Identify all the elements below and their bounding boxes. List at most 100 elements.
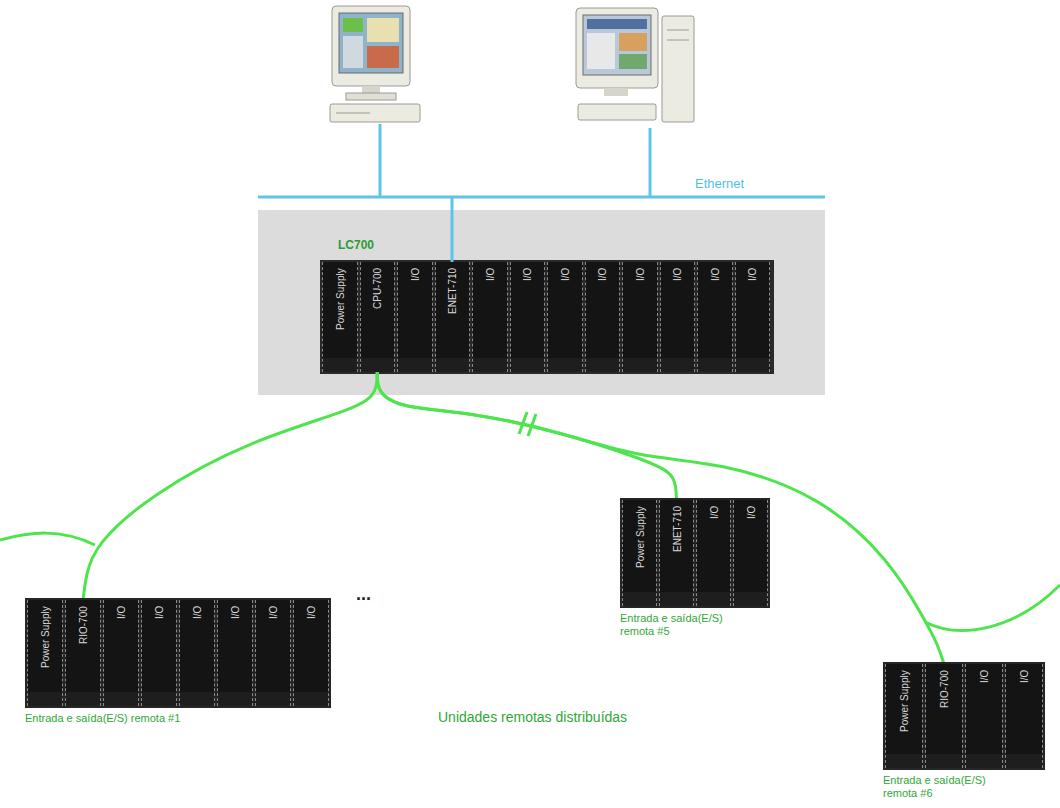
ethernet-bus [258, 124, 825, 262]
rack-module: CPU-700 [360, 262, 396, 372]
screen [339, 13, 403, 73]
ethernet-line [258, 196, 825, 199]
drive-slot [336, 113, 370, 114]
rack-module: I/O [965, 664, 1003, 768]
module-name: Power Supply [40, 606, 52, 668]
module-name: I/O [410, 268, 422, 281]
screen-window [367, 18, 399, 42]
rack-module: I/O [179, 600, 215, 706]
rack-module: Power Supply [27, 600, 63, 706]
screen-window [587, 33, 615, 69]
controller-name: LC700 [338, 238, 374, 252]
computer-base [330, 104, 420, 122]
module-name: I/O [306, 606, 318, 619]
rack-module: I/O [735, 262, 771, 372]
screen-window [619, 33, 647, 51]
module-name: I/O [116, 606, 128, 619]
rack-caption: Entrada e saída(E/S) remota #6 [883, 774, 1008, 800]
rack-module: I/O [696, 500, 731, 606]
rack-backplane [320, 260, 774, 374]
module-name: Power Supply [899, 670, 911, 732]
rack-module: ENET-710 [659, 500, 694, 606]
rack-module: I/O [733, 500, 768, 606]
module-name: I/O [230, 606, 242, 619]
module-name: I/O [485, 268, 497, 281]
rack-caption: Entrada e saída(E/S) remota #5 [620, 612, 745, 638]
module-name: I/O [268, 606, 280, 619]
module-name: I/O [635, 268, 647, 281]
remote-io-rack: Entrada e saída(E/S) remota #1Power Supp… [25, 598, 331, 708]
rack-module: I/O [255, 600, 291, 706]
rack-module: Power Supply [322, 262, 358, 372]
rack-module: I/O [510, 262, 546, 372]
monitor-neck [604, 88, 628, 96]
module-name: ENET-710 [447, 268, 459, 314]
screen-window [619, 54, 647, 69]
screen-window [343, 18, 363, 32]
module-name: I/O [560, 268, 572, 281]
controller-panel: LC700Power Supply CPU-700 I/O ENET-710 I/O I/… [258, 210, 825, 395]
rack-module: I/O [585, 262, 621, 372]
keyboard [578, 104, 656, 120]
screen-window [343, 36, 363, 68]
rack-module: I/O [547, 262, 583, 372]
drive-slot [667, 40, 689, 41]
rack-caption: Entrada e saída(E/S) remota #1 [25, 712, 345, 725]
monitor-base [346, 93, 396, 100]
rack-module: ENET-710 [435, 262, 471, 372]
ethernet-drop [649, 128, 652, 197]
rack-module: RIO-700 [65, 600, 101, 706]
module-name: Power Supply [635, 506, 647, 568]
computer-icon [576, 8, 694, 122]
monitor [576, 8, 658, 88]
field-cable [83, 372, 377, 600]
rack-module: I/O [217, 600, 253, 706]
rack-module: I/O [697, 262, 733, 372]
remote-io-rack: Entrada e saída(E/S) remota #5Power Supp… [620, 498, 770, 608]
field-cable [377, 372, 676, 500]
screen-window [587, 19, 647, 29]
module-name: I/O [1019, 670, 1031, 683]
rack-module: I/O [1005, 664, 1043, 768]
rack-module: Power Supply [885, 664, 923, 768]
rack-module: Power Supply [622, 500, 657, 606]
module-name: RIO-700 [78, 606, 90, 644]
module-name: Power Supply [335, 268, 347, 330]
module-name: RIO-700 [939, 670, 951, 708]
computer-icon [330, 6, 420, 122]
module-name: I/O [192, 606, 204, 619]
ethernet-drop [451, 197, 454, 262]
rack-module: I/O [472, 262, 508, 372]
tower-case [662, 16, 694, 122]
panel-ground [258, 210, 825, 395]
rack-module: I/O [103, 600, 139, 706]
monitor [332, 6, 410, 86]
cable-extension [925, 585, 1060, 630]
rack-module: RIO-700 [925, 664, 963, 768]
rack-module: I/O [660, 262, 696, 372]
screen-window [367, 46, 399, 68]
field-cable [377, 372, 944, 664]
screen [583, 15, 651, 75]
cable-extension [0, 533, 95, 545]
remote-io-rack: Entrada e saída(E/S) remota #6Power Supp… [883, 662, 1045, 770]
module-name: I/O [979, 670, 991, 683]
ethernet-drop [379, 124, 382, 197]
module-name: I/O [672, 268, 684, 281]
module-name: CPU-700 [372, 268, 384, 309]
module-name: I/O [746, 506, 758, 519]
ellipsis: ... [356, 584, 371, 605]
network-label: Ethernet [695, 176, 744, 191]
module-name: I/O [710, 268, 722, 281]
module-name: I/O [597, 268, 609, 281]
module-name: I/O [154, 606, 166, 619]
drive-slot [667, 30, 689, 31]
rack-module: I/O [141, 600, 177, 706]
module-name: I/O [709, 506, 721, 519]
module-name: ENET-710 [672, 506, 684, 552]
rack-module: I/O [293, 600, 329, 706]
rack-module: I/O [397, 262, 433, 372]
module-name: I/O [747, 268, 759, 281]
group-caption: Unidades remotas distribuídas [438, 709, 627, 725]
